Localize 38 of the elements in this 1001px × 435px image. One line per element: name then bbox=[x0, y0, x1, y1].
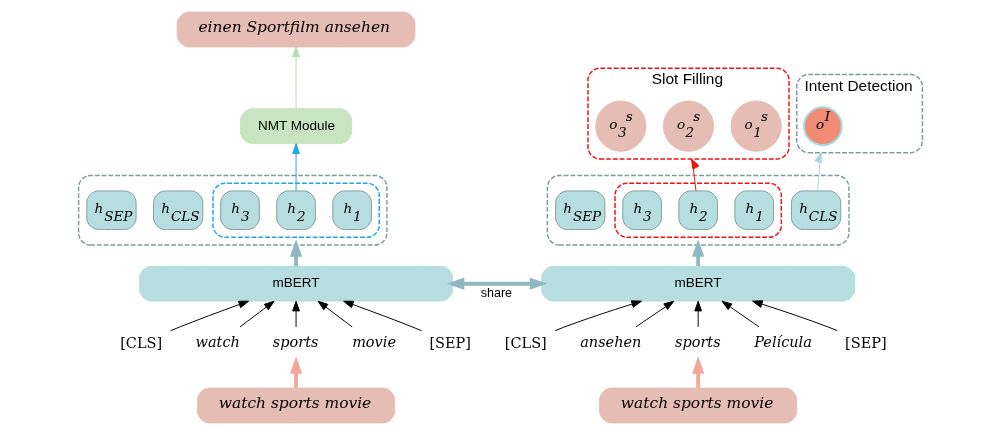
cluster bbox=[546, 174, 850, 246]
node-box: mBERT bbox=[541, 265, 856, 302]
node-text: sports bbox=[272, 334, 319, 351]
arrow bbox=[690, 158, 700, 192]
arrow bbox=[721, 300, 760, 328]
node-text: [CLS] bbox=[120, 334, 163, 351]
arrow bbox=[292, 46, 300, 110]
arrow bbox=[814, 152, 822, 192]
arrow bbox=[635, 300, 675, 328]
arrow bbox=[752, 300, 838, 332]
arrow bbox=[694, 300, 703, 328]
node-box: einen Sportfilm ansehen bbox=[176, 11, 416, 48]
node-text: [SEP] bbox=[429, 334, 472, 351]
node-box: watch sports movie bbox=[197, 387, 396, 424]
arrow bbox=[239, 300, 275, 328]
arrow bbox=[317, 300, 353, 328]
node-box: mBERT bbox=[139, 265, 454, 302]
node-text: sports bbox=[674, 334, 721, 351]
node-text: [SEP] bbox=[845, 334, 887, 351]
node-box: NMT Module bbox=[240, 108, 353, 145]
edge-label: share bbox=[480, 285, 513, 300]
arrow bbox=[554, 300, 642, 332]
arrow bbox=[292, 300, 300, 328]
arrow bbox=[170, 300, 250, 332]
node-box: watch sports movie bbox=[599, 387, 798, 424]
cluster bbox=[77, 174, 388, 246]
arrow bbox=[343, 300, 423, 332]
node-text: movie bbox=[352, 334, 396, 351]
arrow bbox=[692, 356, 705, 388]
cluster bbox=[614, 182, 782, 239]
arrow bbox=[446, 277, 548, 290]
cluster bbox=[212, 182, 380, 239]
arrow bbox=[289, 356, 303, 388]
node-text: [CLS] bbox=[504, 334, 547, 351]
node-text: ansehen bbox=[580, 334, 642, 351]
arrow bbox=[292, 143, 300, 192]
node-text: watch bbox=[195, 334, 240, 351]
node-text: Película bbox=[754, 334, 812, 351]
